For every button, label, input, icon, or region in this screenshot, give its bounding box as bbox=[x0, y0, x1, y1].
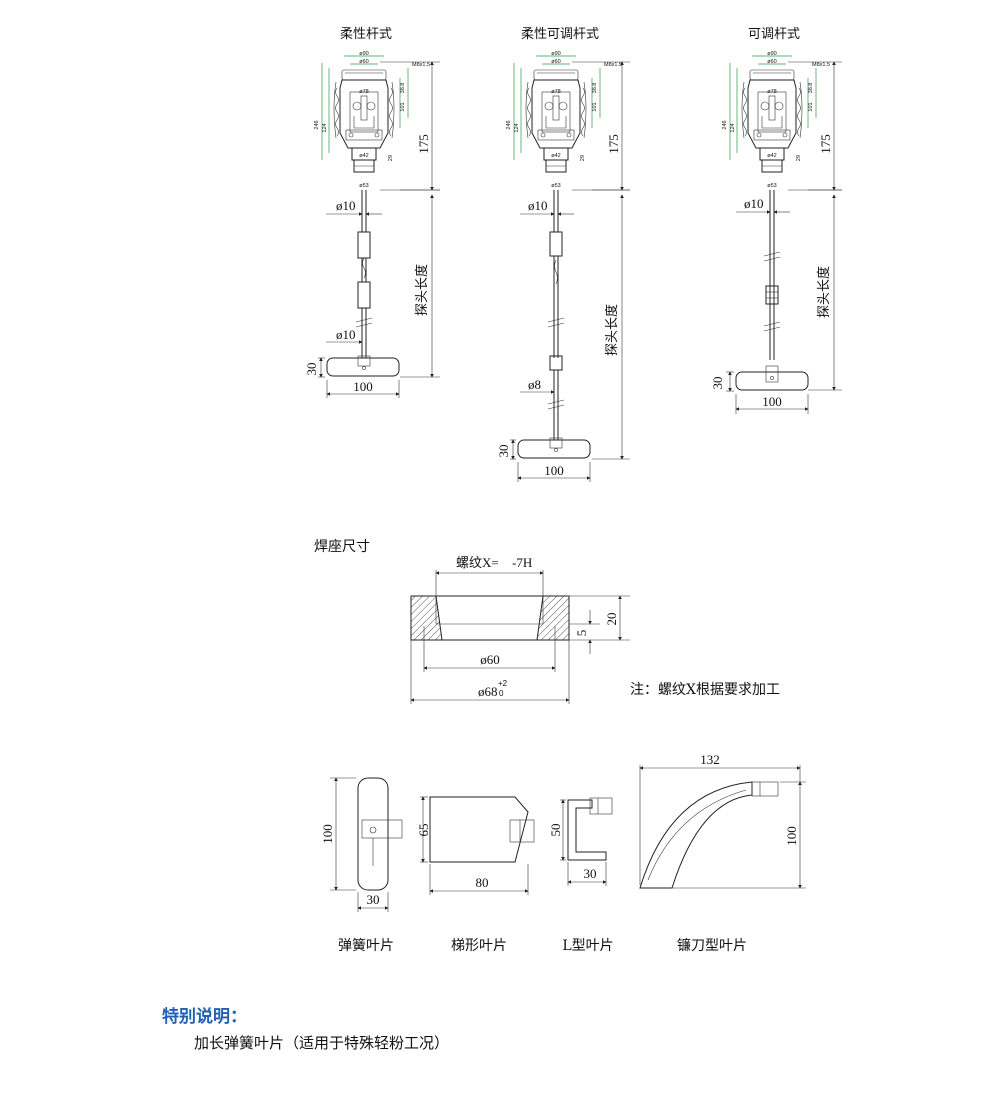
dim-d90: ø90 bbox=[359, 51, 368, 57]
blade-trap-w: 80 bbox=[476, 875, 489, 890]
dim-h38-2: 38.8 bbox=[592, 83, 598, 94]
dim-h246: 246 bbox=[314, 120, 320, 129]
dim-h124-3: 124 bbox=[730, 123, 736, 132]
dim-lower-dia: ø10 bbox=[336, 327, 356, 342]
dim-d42-3: ø42 bbox=[767, 153, 776, 159]
blade-trap-name: 梯形叶片 bbox=[451, 938, 507, 954]
dim-blade-h-2: 30 bbox=[496, 445, 511, 458]
dim-seat-d68: ø68 bbox=[478, 684, 498, 699]
dim-d53-2: ø53 bbox=[551, 183, 560, 189]
dim-h38-3: 38.8 bbox=[808, 83, 814, 94]
dim-h29-2: 29 bbox=[580, 155, 586, 161]
dim-d53-3: ø53 bbox=[767, 183, 776, 189]
weld-seat-section: 焊座尺寸 螺纹X= -7H 20 5 ø60 ø68 +2 0 注： bbox=[314, 539, 780, 704]
dim-blade-w-3: 100 bbox=[762, 394, 782, 409]
model-flex-title: 柔性杆式 bbox=[340, 27, 392, 42]
weld-seat-title: 焊座尺寸 bbox=[314, 539, 370, 555]
model-flex-adjustable: 柔性可调杆式 ø90 ø60 M8x1.5 ø78 246 124 101 38… bbox=[496, 27, 630, 482]
model-adj-title: 可调杆式 bbox=[748, 27, 800, 42]
blade-spring-w: 30 bbox=[367, 892, 380, 907]
blade-trap-h: 65 bbox=[416, 824, 431, 837]
dim-h124-2: 124 bbox=[514, 123, 520, 132]
dim-h246-3: 246 bbox=[722, 120, 728, 129]
dim-h124: 124 bbox=[322, 123, 328, 132]
dim-h175-3: 175 bbox=[818, 134, 833, 154]
probe-length-label-3: 探头长度 bbox=[816, 266, 832, 318]
dim-thread-3: M8x1.5 bbox=[812, 62, 830, 68]
dim-thread: M8x1.5 bbox=[412, 62, 430, 68]
dim-rod-dia: ø10 bbox=[336, 198, 356, 213]
blade-sickle-w: 132 bbox=[700, 752, 720, 767]
blade-spring-h: 100 bbox=[320, 824, 335, 844]
blade-sickle-h: 100 bbox=[784, 826, 799, 846]
dim-d60-3: ø60 bbox=[767, 59, 776, 65]
blade-sickle-name: 镰刀型叶片 bbox=[677, 937, 747, 954]
weld-seat-note: 注：螺纹X根据要求加工 bbox=[630, 682, 780, 698]
blade-l-type: 50 30 L型叶片 bbox=[548, 797, 614, 954]
dim-h101-2: 101 bbox=[592, 102, 598, 111]
dim-h101-3: 101 bbox=[808, 102, 814, 111]
blade-sickle: 132 100 镰刀型叶片 bbox=[639, 752, 806, 954]
dim-seat-d68-tol-upper: +2 bbox=[498, 679, 508, 688]
dim-blade-h: 30 bbox=[304, 363, 319, 376]
special-heading: 特别说明： bbox=[162, 1007, 247, 1027]
dim-blade-h-3: 30 bbox=[710, 377, 725, 390]
dim-seat-d60: ø60 bbox=[480, 652, 500, 667]
dim-thread-2: M8x1.5 bbox=[604, 62, 622, 68]
special-text: 加长弹簧叶片（适用于特殊轻粉工况） bbox=[194, 1034, 450, 1052]
dim-d53: ø53 bbox=[359, 183, 368, 189]
blade-l-h: 50 bbox=[548, 824, 563, 837]
blade-spring-name: 弹簧叶片 bbox=[338, 938, 394, 954]
dim-d60-2: ø60 bbox=[551, 59, 560, 65]
dim-lower-dia-2: ø8 bbox=[528, 377, 541, 392]
dim-seat-d68-tol-lower: 0 bbox=[499, 689, 504, 698]
dim-d78-2: ø78 bbox=[551, 89, 560, 95]
model-flex-adj-title: 柔性可调杆式 bbox=[521, 27, 599, 42]
dim-d42-2: ø42 bbox=[551, 153, 560, 159]
dim-blade-w-2: 100 bbox=[544, 463, 564, 478]
dim-h29: 29 bbox=[388, 155, 394, 161]
dim-d90-2: ø90 bbox=[551, 51, 560, 57]
dim-h101: 101 bbox=[400, 102, 406, 111]
model-adjustable: 可调杆式 ø90 ø60 M8x1.5 ø78 246 124 101 38.8… bbox=[710, 27, 842, 414]
dim-h175: 175 bbox=[416, 134, 431, 154]
dim-d90-3: ø90 bbox=[767, 51, 776, 57]
dim-h246-2: 246 bbox=[506, 120, 512, 129]
probe-length-label-2: 探头长度 bbox=[604, 304, 620, 356]
probe-length-label: 探头长度 bbox=[414, 264, 430, 316]
dim-seat-h20: 20 bbox=[604, 613, 619, 626]
dim-h38: 38.8 bbox=[400, 83, 406, 94]
thread-tol: -7H bbox=[512, 555, 532, 570]
blade-spring: 100 30 弹簧叶片 bbox=[320, 777, 403, 954]
model-flex: 柔性杆式 ø90 ø60 M8x1.5 ø78 246 124 101 38.8… bbox=[304, 27, 440, 398]
dim-h175-2: 175 bbox=[606, 134, 621, 154]
dim-h29-3: 29 bbox=[796, 155, 802, 161]
dim-d60: ø60 bbox=[359, 59, 368, 65]
dim-d78-3: ø78 bbox=[767, 89, 776, 95]
dim-rod-dia-3: ø10 bbox=[744, 196, 764, 211]
blade-l-name: L型叶片 bbox=[562, 938, 613, 954]
blade-trapezoid: 65 80 L型叶片 梯形叶片 bbox=[416, 796, 535, 954]
dim-seat-h5: 5 bbox=[574, 630, 589, 637]
dim-blade-w: 100 bbox=[353, 379, 373, 394]
thread-label: 螺纹X= bbox=[456, 555, 499, 570]
dim-d78: ø78 bbox=[359, 89, 368, 95]
dim-rod-dia-2: ø10 bbox=[528, 198, 548, 213]
blade-l-w: 30 bbox=[584, 866, 597, 881]
dim-d42: ø42 bbox=[359, 153, 368, 159]
